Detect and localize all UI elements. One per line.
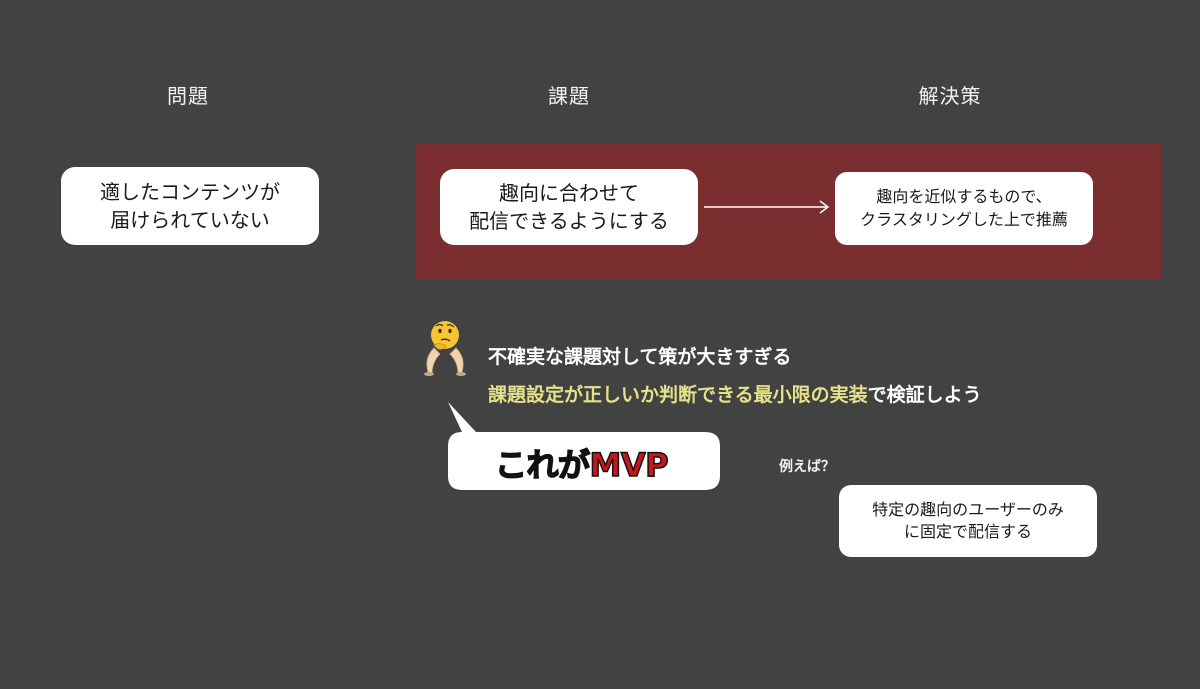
speech-bubble bbox=[448, 402, 720, 490]
problem-box: 適したコンテンツが 届けられていない bbox=[61, 167, 319, 245]
header-solution: 解決策 bbox=[918, 84, 982, 108]
header-issue: 課題 bbox=[548, 84, 590, 108]
thinking-face-icon bbox=[424, 321, 466, 376]
note-line-2-highlight: 課題設定が正しいか判断できる最小限の実装 bbox=[488, 384, 868, 406]
example-box: 特定の趣向のユーザーのみ に固定で配信する bbox=[839, 485, 1097, 557]
header-problem: 問題 bbox=[167, 84, 209, 108]
arrow-right-icon bbox=[704, 200, 830, 214]
issue-box: 趣向に合わせて 配信できるようにする bbox=[440, 169, 698, 245]
mvp-callout-text: これがMVP bbox=[494, 445, 669, 485]
note-line-2-rest: で検証しよう bbox=[867, 384, 982, 406]
note-line-1: 不確実な課題対して策が大きすぎる bbox=[488, 346, 792, 368]
example-label: 例えば？ bbox=[779, 459, 835, 475]
solution-box: 趣向を近似するもので、 クラスタリングした上で推薦 bbox=[835, 172, 1093, 245]
note-line-2: 課題設定が正しいか判断できる最小限の実装で検証しよう bbox=[488, 380, 982, 407]
